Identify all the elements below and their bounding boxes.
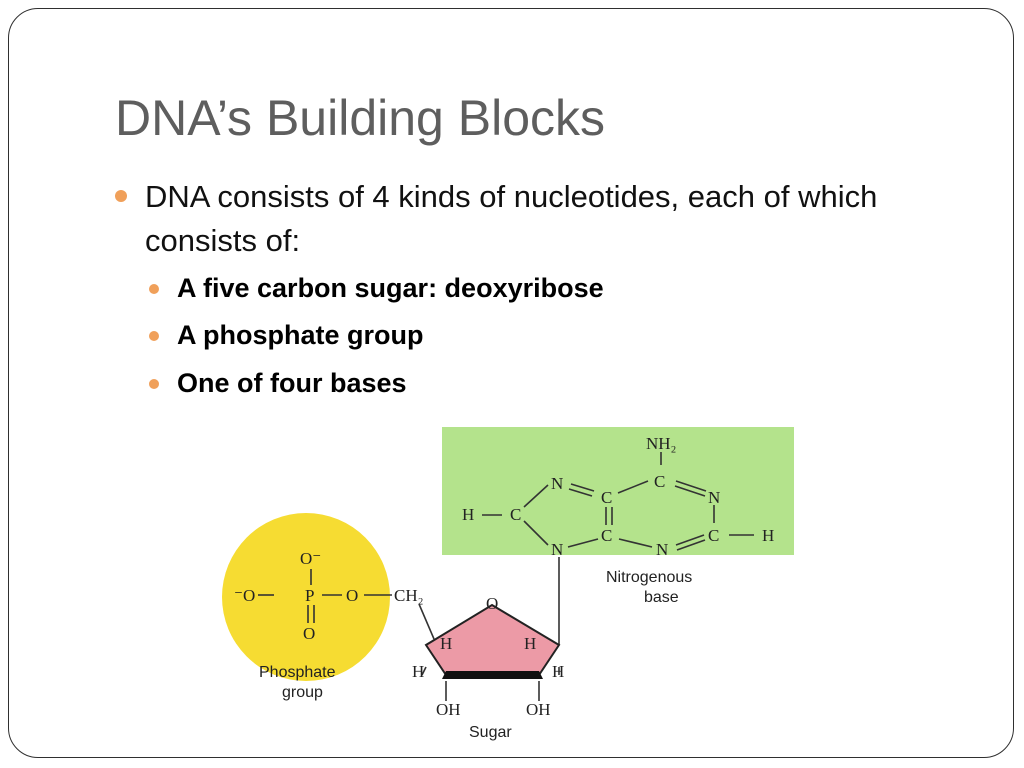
atom-label: N bbox=[551, 540, 563, 559]
sub-bullet-phosphate: A phosphate group bbox=[149, 318, 849, 352]
phosphate-group-label: Phosphate bbox=[259, 664, 336, 681]
atom-label: OH bbox=[436, 700, 461, 719]
nitrogenous-base-label: Nitrogenous bbox=[606, 569, 692, 586]
atom-label: N bbox=[656, 540, 668, 559]
atom-label: O bbox=[346, 586, 358, 605]
phosphate-bonds bbox=[258, 569, 392, 623]
atom-label: CH₂ bbox=[394, 586, 424, 605]
sugar-ring-front-edge bbox=[442, 671, 543, 679]
nitrogenous-base-background bbox=[442, 427, 794, 555]
atom-label: C bbox=[654, 472, 665, 491]
main-bullet-text: DNA consists of 4 kinds of nucleotides, … bbox=[145, 179, 878, 258]
atom-label: N bbox=[551, 474, 563, 493]
nucleotide-diagram: NH₂ C N C N C C C N N H H Nitrogenous ba… bbox=[222, 427, 794, 741]
nitrogenous-base-label: base bbox=[644, 589, 679, 606]
sub-bullet-text: A phosphate group bbox=[177, 320, 424, 350]
atom-label: OH bbox=[526, 700, 551, 719]
atom-label: C bbox=[708, 526, 719, 545]
bullet-dot-icon bbox=[149, 284, 159, 294]
sub-bullet-bases: One of four bases bbox=[149, 366, 849, 400]
atom-label: C bbox=[601, 488, 612, 507]
atom-label: C bbox=[601, 526, 612, 545]
main-bullet: DNA consists of 4 kinds of nucleotides, … bbox=[115, 175, 915, 263]
atom-label: H bbox=[762, 526, 774, 545]
phosphate-group-label: group bbox=[282, 684, 323, 701]
atom-label: NH₂ bbox=[646, 434, 676, 453]
atom-label: H bbox=[462, 505, 474, 524]
base-bonds bbox=[482, 452, 754, 645]
atom-label: H bbox=[412, 662, 424, 681]
sub-bullet-sugar: A five carbon sugar: deoxyribose bbox=[149, 271, 849, 305]
atom-label: O bbox=[303, 624, 315, 643]
slide-title: DNA’s Building Blocks bbox=[115, 90, 606, 146]
atom-label: H bbox=[440, 634, 452, 653]
slide: DNA’s Building Blocks DNA consists of 4 … bbox=[8, 8, 1014, 758]
atom-label: O bbox=[486, 594, 498, 613]
atom-label: C bbox=[510, 505, 521, 524]
ch2-sugar-bond bbox=[418, 603, 435, 640]
bullet-dot-icon bbox=[149, 379, 159, 389]
atom-label: H bbox=[524, 634, 536, 653]
sugar-label: Sugar bbox=[469, 724, 512, 741]
atom-label: H bbox=[552, 662, 564, 681]
bullet-dot-icon bbox=[115, 190, 127, 202]
sugar-bonds bbox=[421, 666, 560, 701]
atom-label: ⁻O bbox=[234, 586, 255, 605]
atom-label: O⁻ bbox=[300, 549, 321, 568]
atom-label: P bbox=[305, 586, 314, 605]
atom-label: N bbox=[708, 488, 720, 507]
phosphate-group-circle bbox=[222, 513, 390, 681]
sub-bullet-text: One of four bases bbox=[177, 368, 407, 398]
bullet-dot-icon bbox=[149, 331, 159, 341]
sub-bullet-text: A five carbon sugar: deoxyribose bbox=[177, 273, 604, 303]
